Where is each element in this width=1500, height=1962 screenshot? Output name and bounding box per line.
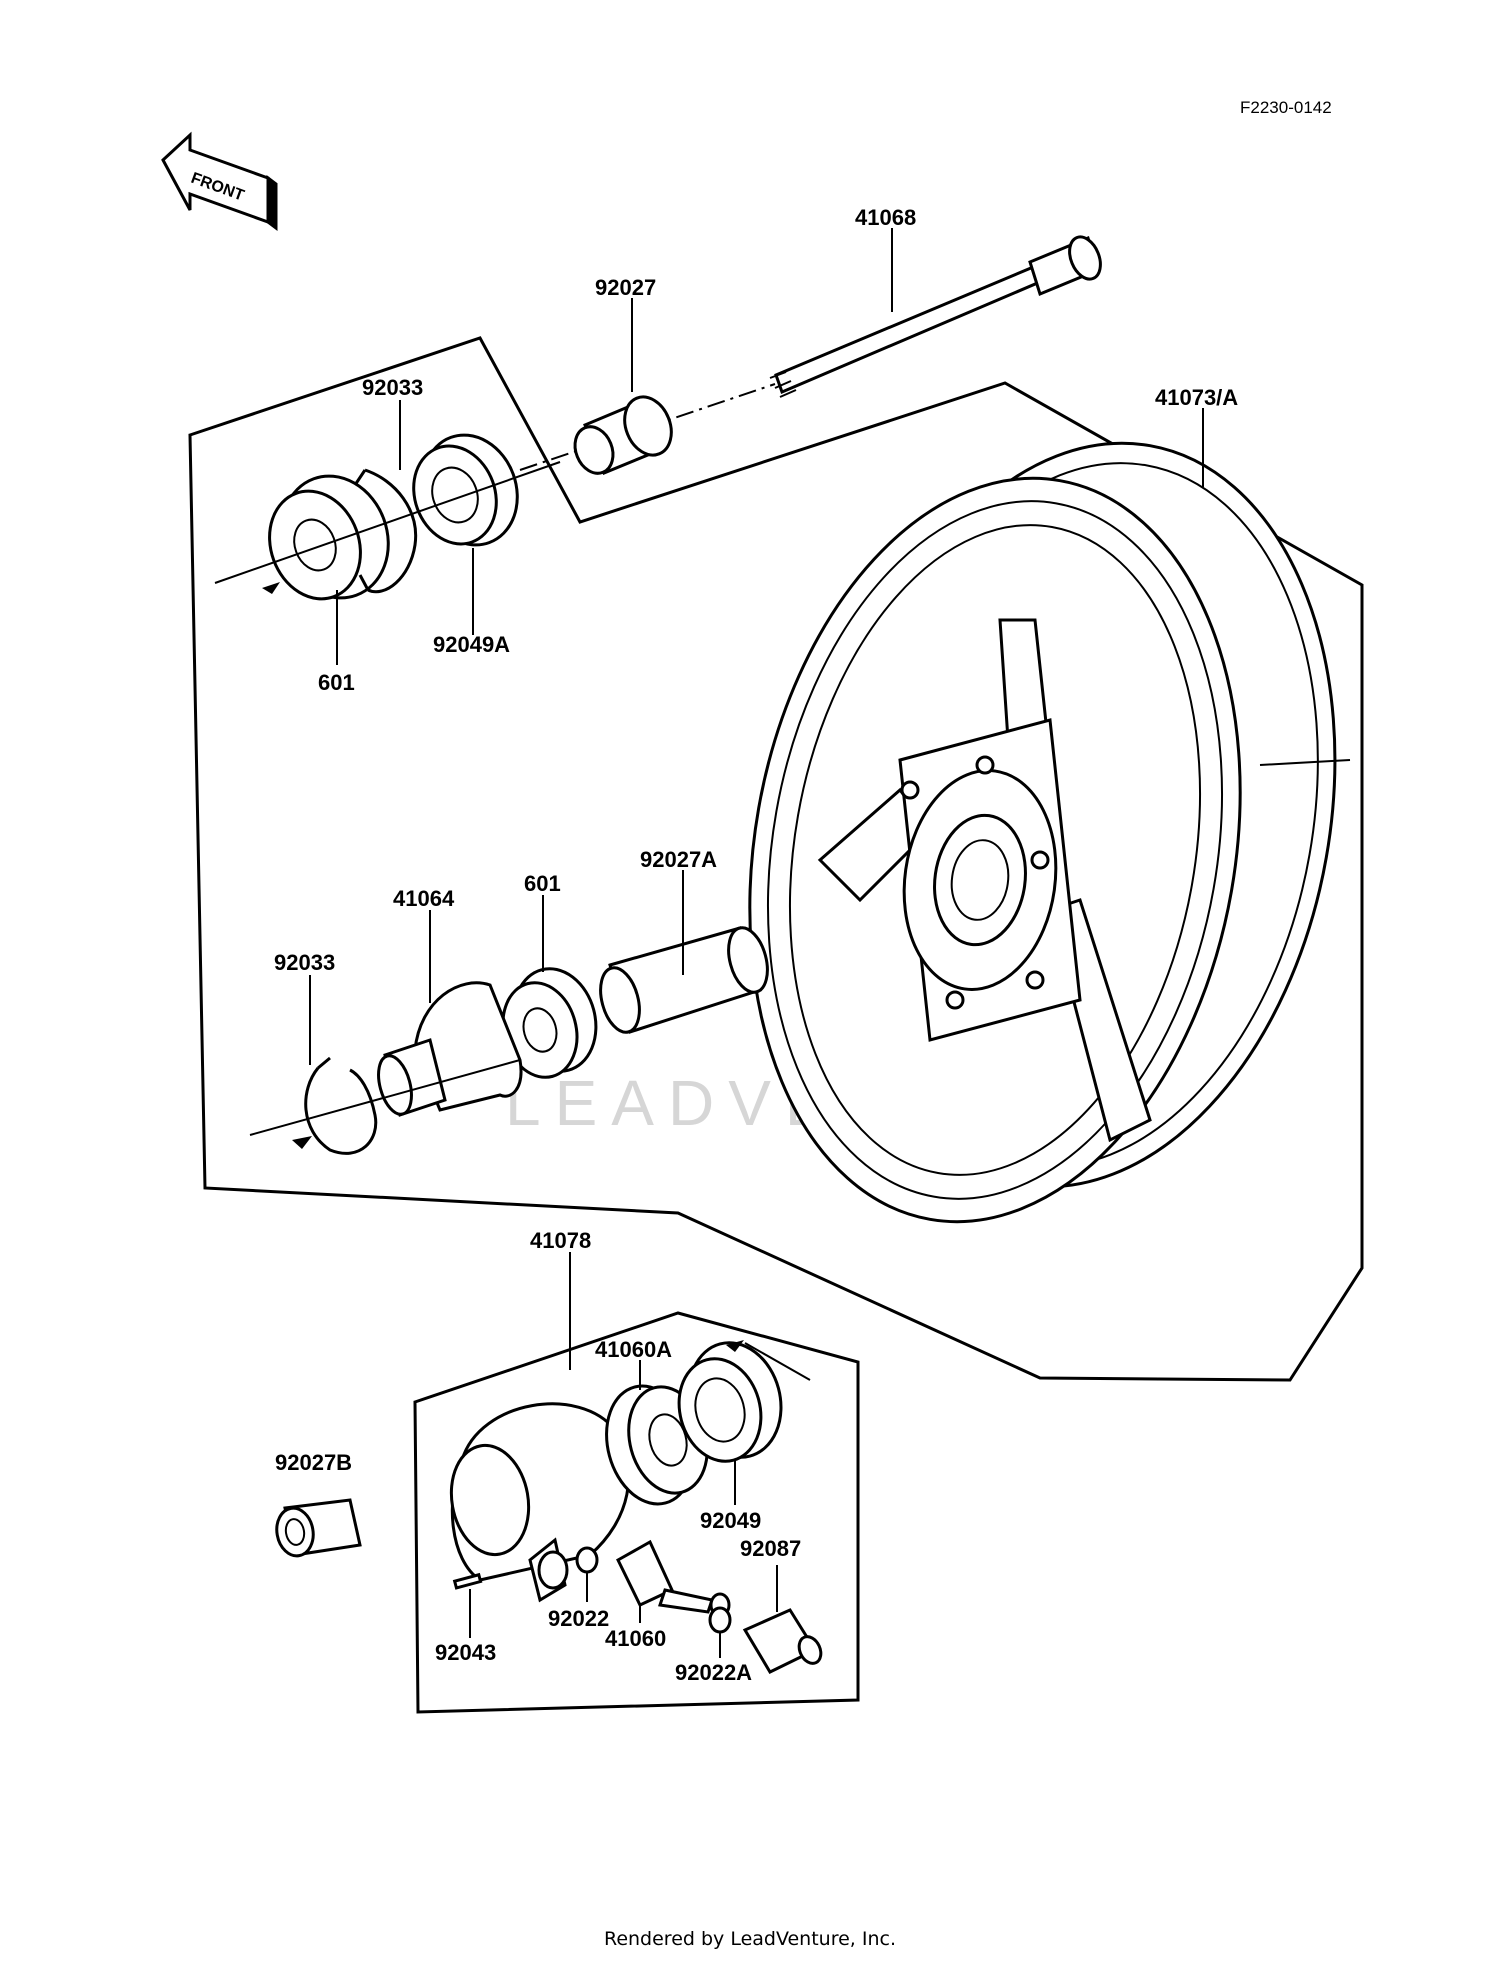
label-601-mid: 601 [524, 871, 561, 896]
label-92022: 92022 [548, 1606, 609, 1631]
label-92027: 92027 [595, 275, 656, 300]
label-41068: 41068 [855, 205, 916, 230]
label-92087: 92087 [740, 1536, 801, 1561]
bearing-601-top [268, 474, 390, 601]
axis-line-top [214, 461, 561, 584]
arrow-head-mid [292, 1136, 312, 1149]
label-92033-mid: 92033 [274, 950, 335, 975]
circlip-92033-top [353, 468, 418, 594]
label-92049: 92049 [700, 1508, 761, 1533]
leader-lines [309, 228, 1204, 1658]
bushing-92027B [275, 1498, 362, 1558]
label-92049A: 92049A [433, 632, 510, 657]
label-41073A: 41073/A [1155, 385, 1238, 410]
label-92033-top: 92033 [362, 375, 423, 400]
arrow-head-gear [726, 1340, 744, 1352]
spacer-92027A [599, 926, 769, 1034]
footer-credit: Rendered by LeadVenture, Inc. [603, 1928, 897, 1950]
front-arrow-icon: FRONT [161, 131, 278, 231]
label-92043: 92043 [435, 1640, 496, 1665]
wheel-group-outline [188, 336, 1364, 1382]
washer-92022 [575, 1546, 599, 1574]
flange-41064 [377, 981, 523, 1117]
bushing-92087 [742, 1608, 823, 1674]
collar-92027 [573, 395, 673, 475]
wheel-41073A [748, 441, 1351, 1224]
label-41064: 41064 [393, 886, 455, 911]
circlip-92033-mid [304, 1056, 378, 1155]
bearing-601-mid [501, 967, 598, 1079]
axis-line-mid [249, 1059, 521, 1136]
diagram-code: F2230-0142 [1240, 98, 1332, 117]
label-92022A: 92022A [675, 1660, 752, 1685]
arrow-head-top [262, 582, 280, 594]
gear-group-outline [413, 1311, 860, 1714]
axis-line-gear [744, 1342, 811, 1381]
label-92027B: 92027B [275, 1450, 352, 1475]
label-41078: 41078 [530, 1228, 591, 1253]
pinion-41060 [616, 1539, 714, 1614]
label-92027A: 92027A [640, 847, 717, 872]
gear-housing-41078 [449, 1402, 631, 1603]
seal-92049 [677, 1341, 783, 1463]
label-41060: 41060 [605, 1626, 666, 1651]
seal-92049A [412, 433, 519, 547]
axle-41068 [519, 235, 1102, 471]
label-601-top: 601 [318, 670, 355, 695]
label-41060A: 41060A [595, 1337, 672, 1362]
washer-92022A [708, 1606, 732, 1634]
pin-92043 [452, 1572, 483, 1590]
